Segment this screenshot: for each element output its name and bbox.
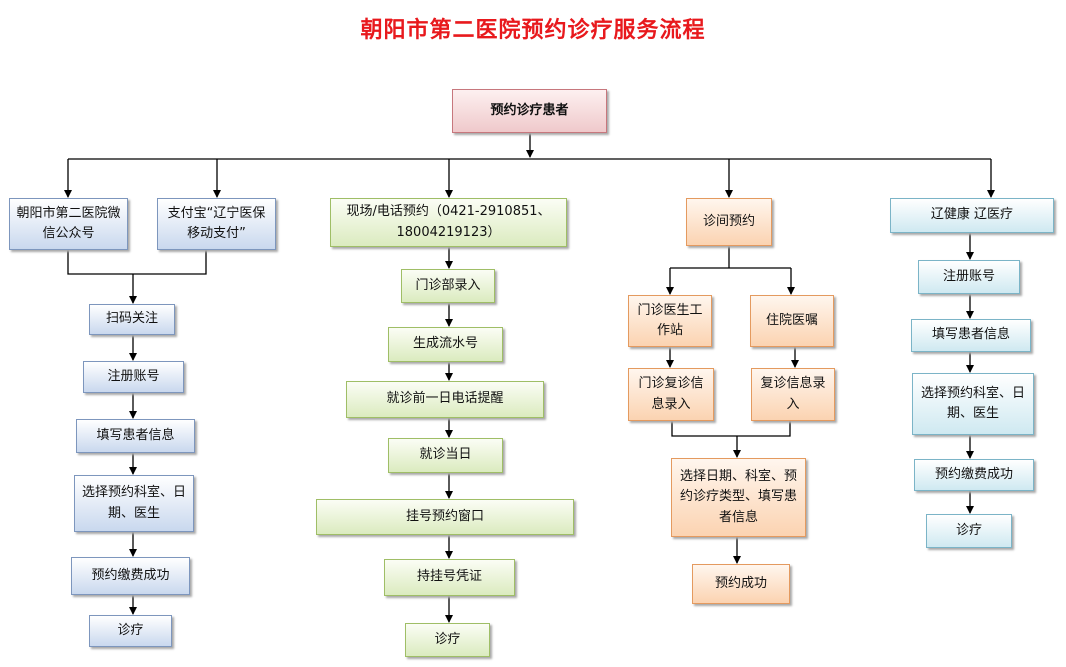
choose-date-dept-node: 选择日期、科室、预约诊疗类型、填写患者信息 — [671, 458, 806, 537]
appointment-success-node: 预约成功 — [692, 564, 790, 604]
col2-step-reminder: 就诊前一日电话提醒 — [346, 381, 544, 418]
onsite-phone-node: 现场/电话预约（0421-2910851、18004219123） — [330, 198, 567, 247]
col1-step-register: 注册账号 — [83, 361, 184, 393]
col4-step-register: 注册账号 — [918, 260, 1020, 294]
col1-step-treatment: 诊疗 — [89, 615, 172, 647]
root-node: 预约诊疗患者 — [452, 89, 607, 133]
col2-step-treatment: 诊疗 — [405, 623, 490, 657]
col4-step-paid: 预约缴费成功 — [914, 459, 1034, 491]
outpatient-revisit-entry-node: 门诊复诊信息录入 — [628, 368, 714, 421]
revisit-info-entry-node: 复诊信息录入 — [751, 368, 835, 421]
liaojiankang-node: 辽健康 辽医疗 — [890, 198, 1054, 233]
col1-step-fill-info: 填写患者信息 — [76, 419, 195, 453]
col2-step-window: 挂号预约窗口 — [316, 499, 574, 535]
col1-step-paid: 预约缴费成功 — [71, 557, 190, 595]
clinic-appointment-node: 诊间预约 — [686, 198, 772, 246]
col2-step-entry: 门诊部录入 — [401, 269, 495, 303]
page-title: 朝阳市第二医院预约诊疗服务流程 — [360, 18, 706, 43]
col1-step-choose: 选择预约科室、日期、医生 — [74, 475, 194, 532]
wechat-node: 朝阳市第二医院微信公众号 — [9, 198, 128, 250]
col2-step-serial: 生成流水号 — [388, 327, 503, 362]
col4-step-fill-info: 填写患者信息 — [911, 319, 1031, 352]
col2-step-voucher: 持挂号凭证 — [384, 559, 515, 596]
col2-step-visit-day: 就诊当日 — [388, 438, 503, 473]
col4-step-treatment: 诊疗 — [926, 514, 1012, 548]
col4-step-choose: 选择预约科室、日期、医生 — [912, 373, 1034, 435]
col1-step-scan: 扫码关注 — [89, 304, 175, 335]
alipay-node: 支付宝“辽宁医保移动支付” — [157, 198, 276, 250]
outpatient-workstation-node: 门诊医生工作站 — [628, 295, 712, 347]
inpatient-order-node: 住院医嘱 — [750, 295, 834, 347]
